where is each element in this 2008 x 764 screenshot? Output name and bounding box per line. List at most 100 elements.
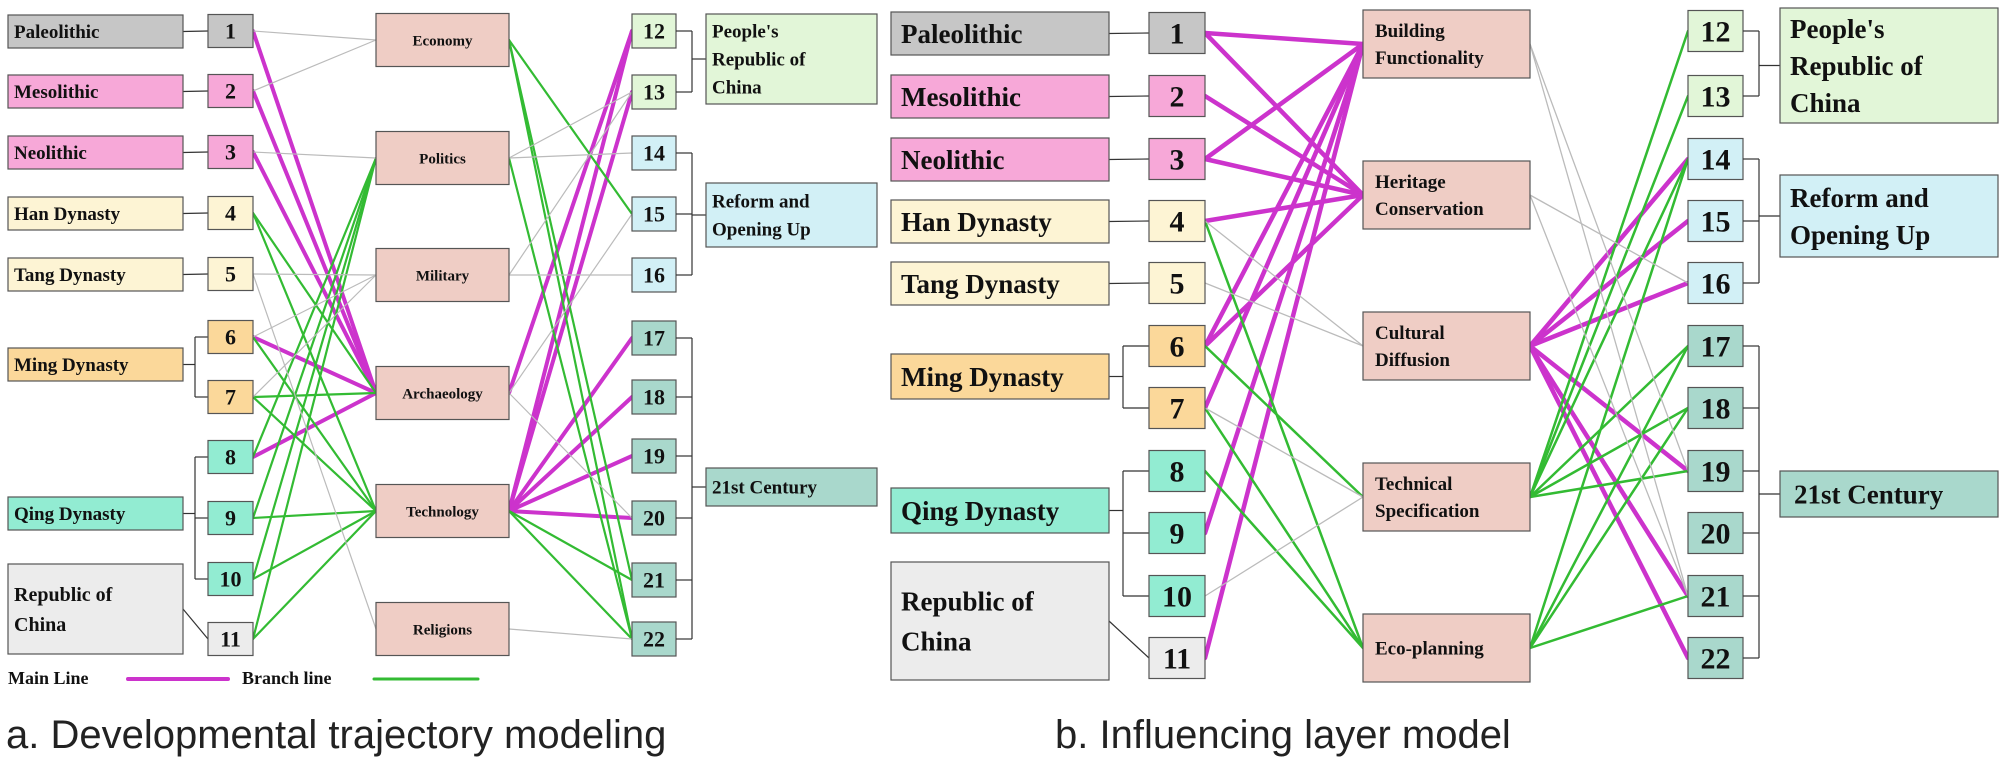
period-a-4-box [7,257,184,292]
branch-line-a-r-0 [507,38,634,216]
category-b-1-box [1362,160,1531,230]
era-b-century-box [1779,470,1999,518]
era-b-reform-label: Reform and [1790,183,1929,213]
left-number-a-5: 5 [207,256,254,292]
category-b-0-box [1362,9,1531,79]
left-number-b-7: 7 [1148,386,1206,430]
right-number-a-22-label: 22 [643,627,665,652]
left-number-a-4-label: 4 [225,201,236,226]
branch-line-a-r-1 [507,38,634,641]
period-b-6-box [890,487,1110,534]
branch-line-a-0 [251,211,378,513]
left-number-b-10-box [1148,574,1206,618]
period-b-7-label: China [901,626,972,656]
bracket-a-2 [182,151,209,154]
links-layer-a [251,29,634,641]
left-number-b-6-label: 6 [1170,331,1185,364]
left-number-b-2-label: 2 [1170,81,1185,114]
right-number-b-19-box [1687,449,1744,493]
category-a-3-label: Archaeology [402,386,483,402]
right-number-b-13-box [1687,74,1744,118]
right-number-a-13: 13 [631,74,677,110]
main-line-b-3 [1202,41,1366,162]
period-b-3: Han Dynasty [890,199,1110,244]
period-a-5-box [7,347,184,382]
minor-line-a-r-6 [508,392,633,519]
period-b-5-box [890,353,1110,400]
period-b-4: Tang Dynasty [890,261,1110,306]
left-number-b-9: 9 [1148,511,1206,555]
category-a-1-box [375,130,510,186]
category-b-0-label: Building [1375,21,1445,42]
right-number-a-12-label: 12 [643,19,665,44]
minor-line-a-4 [252,274,377,398]
main-line-b-8 [1202,41,1366,411]
right-number-b-20-box [1687,511,1744,555]
left-number-b-8: 8 [1148,449,1206,493]
right-number-b-15-box [1687,199,1744,243]
main-line-b-0 [1202,30,1366,47]
era-a-century: 21st Century [705,467,878,507]
period-a-2-box [7,135,184,170]
branch-line-b-2 [1203,469,1365,650]
left-number-a-9-box [207,500,254,536]
minor-line-a-r-1 [508,152,633,159]
era-a-prc-box [705,13,878,105]
period-a-4-label: Tang Dynasty [14,265,126,286]
category-a-4-box [375,483,510,539]
period-b-1-box [890,74,1110,119]
period-b-0-label: Paleolithic [901,19,1022,49]
left-number-b-5: 5 [1148,261,1206,305]
caption-b: b. Influencing layer model [1055,713,1511,757]
right-number-a-16-box [631,257,677,293]
era-a-reform-label: Opening Up [712,220,811,241]
left-number-b-6: 6 [1148,324,1206,368]
branch-line-a-3 [251,156,378,459]
minor-line-a-5 [252,273,377,630]
right-number-a-16-label: 16 [643,263,665,288]
right-number-b-16-label: 16 [1701,268,1731,301]
right-number-a-13-box [631,74,677,110]
period-a-6-box [7,496,184,531]
period-a-3: Han Dynasty [7,196,184,231]
left-number-a-11-label: 11 [220,627,241,652]
minor-line-a-2 [252,273,377,276]
main-line-b-5 [1202,192,1366,224]
period-a-7-label: Republic of [14,584,113,606]
right-number-a-15: 15 [631,196,677,232]
era-a-prc-label: China [712,78,762,99]
left-number-b-2: 2 [1148,74,1206,118]
main-line-b-1 [1202,30,1366,198]
minor-line-a-6 [252,151,377,159]
bracket-b-7 [1108,620,1150,659]
branch-line-b-r-8 [1528,157,1690,650]
period-b-4-label: Tang Dynasty [901,269,1060,299]
right-number-a-18-box [631,379,677,415]
minor-line-b-r-0 [1529,43,1689,472]
period-b-2-box [890,137,1110,182]
left-number-a-9-label: 9 [225,506,236,531]
left-number-b-11-box [1148,636,1206,680]
minor-line-a-r-5 [508,628,633,640]
left-number-b-7-label: 7 [1170,393,1185,426]
main-line-b-10 [1202,41,1366,661]
left-number-a-3-label: 3 [225,140,236,165]
right-number-a-22-box [631,621,677,657]
left-number-a-4: 4 [207,195,254,231]
left-number-a-9: 9 [207,500,254,536]
era-b-century-label: 21st Century [1794,479,1944,509]
period-a-5: Ming Dynasty [7,347,184,382]
right-number-b-21-box [1687,574,1744,618]
period-b-0: Paleolithic [890,11,1110,56]
period-b-4-box [890,261,1110,306]
category-a-1-label: Politics [419,151,466,167]
main-line-a-1 [251,89,378,395]
minor-line-a-r-4 [508,213,633,394]
branch-line-a-r-5 [507,156,634,641]
left-number-a-6-box [207,319,254,355]
